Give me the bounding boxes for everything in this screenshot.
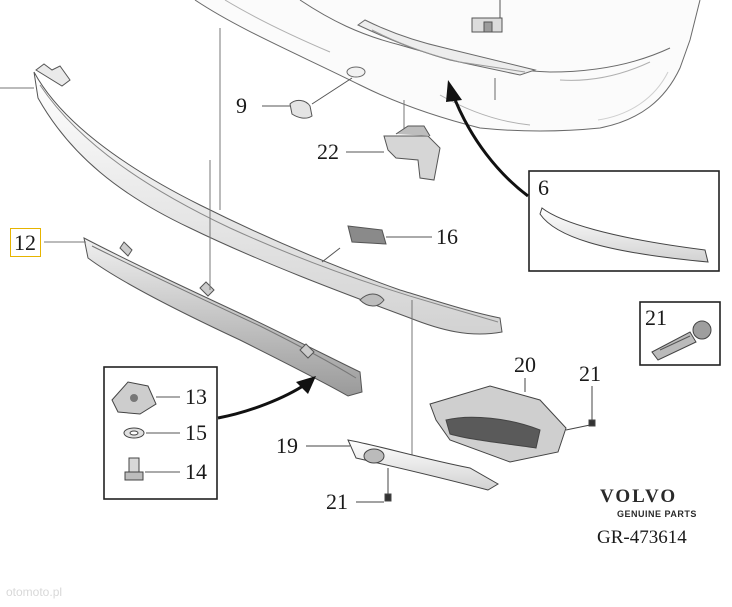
callout-21-right: 21 xyxy=(579,361,601,386)
part-21-box xyxy=(639,301,721,366)
callout-19: 19 xyxy=(276,433,298,458)
part-22-bracket xyxy=(346,125,441,181)
brand-logo: VOLVO xyxy=(600,486,678,507)
callout-21-box: 21 xyxy=(645,305,667,330)
lower-trim-strip xyxy=(33,63,503,335)
guide-lines xyxy=(209,28,413,468)
arrow-detail xyxy=(217,376,316,420)
part-16-clip xyxy=(321,225,432,263)
callout-6: 6 xyxy=(538,175,549,200)
bumper-cover xyxy=(194,0,701,132)
callout-21-bottom: 21 xyxy=(326,489,348,514)
callout-14: 14 xyxy=(185,459,207,484)
brand-subtitle: GENUINE PARTS xyxy=(617,509,697,519)
callout-13: 13 xyxy=(185,384,207,409)
part-21-bottom-screw xyxy=(356,468,392,503)
callout-12: 12 xyxy=(10,228,41,257)
part-20-tailpipe xyxy=(429,378,591,463)
clip-top xyxy=(471,0,503,33)
callout-9: 9 xyxy=(236,93,247,118)
inner-bracket xyxy=(83,237,363,397)
reference-code: GR-473614 xyxy=(597,527,687,548)
callout-20: 20 xyxy=(514,352,536,377)
callout-15: 15 xyxy=(185,420,207,445)
detail-box xyxy=(103,366,218,500)
part-9-clip xyxy=(262,77,353,119)
part-19-bracket xyxy=(306,439,499,491)
part-21-right-screw xyxy=(588,386,596,427)
arrow-6 xyxy=(446,80,529,198)
watermark: otomoto.pl xyxy=(6,585,63,599)
callout-22: 22 xyxy=(317,139,339,164)
callout-16: 16 xyxy=(436,224,458,249)
part-6-box xyxy=(528,170,720,272)
